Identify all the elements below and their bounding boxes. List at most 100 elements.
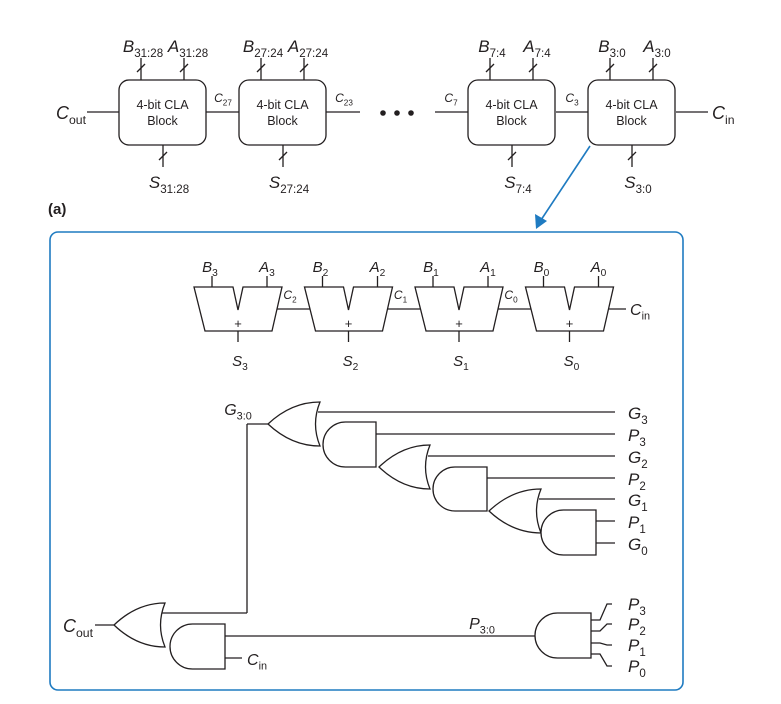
- gate-input-label: P2: [628, 470, 646, 493]
- label-main: C: [444, 91, 453, 105]
- cin-label: Cin: [712, 103, 735, 127]
- label-main: B: [423, 259, 433, 276]
- p-and-gate: [534, 612, 592, 659]
- cla-block-title: 4-bit CLA: [485, 98, 538, 112]
- gate-input-label: G0: [628, 535, 648, 558]
- cla-block-title: 4-bit CLA: [605, 98, 658, 112]
- label-main: C: [283, 288, 292, 302]
- cla-block: [587, 79, 676, 146]
- label-main: A: [479, 259, 490, 276]
- label-subscript: 3:0: [610, 48, 626, 60]
- label-main: A: [167, 37, 179, 56]
- adder-plus-sign: +: [566, 316, 574, 331]
- or-gate: [378, 444, 431, 490]
- cla-block: [467, 79, 556, 146]
- label-subscript: 3:0: [237, 410, 252, 422]
- label-subscript: in: [725, 113, 735, 127]
- bus-width-slash: [485, 63, 495, 73]
- label-main: P: [628, 615, 640, 634]
- p-input-label: P1: [628, 636, 646, 659]
- adder-plus-sign: +: [455, 316, 463, 331]
- label-main: S: [149, 173, 161, 192]
- cout-and-gate: [169, 623, 226, 670]
- sum-output-label: S1: [453, 353, 469, 373]
- label-main: S: [232, 353, 242, 370]
- label-main: C: [630, 302, 642, 319]
- label-subscript: 1: [639, 524, 645, 536]
- and-gate: [432, 466, 488, 512]
- label-main: C: [504, 288, 513, 302]
- gate-input-label: G1: [628, 491, 648, 514]
- carry-label: C1: [394, 288, 408, 304]
- gate-input-label: G3: [628, 404, 648, 427]
- label-subscript: 0: [639, 668, 645, 680]
- arrow-head-icon: [535, 214, 547, 229]
- g30-label: G3:0: [224, 402, 252, 422]
- label-subscript: 3:0: [655, 48, 671, 60]
- label-subscript: 3: [639, 437, 645, 449]
- label-main: B: [123, 37, 134, 56]
- or-gate: [488, 488, 542, 534]
- b-input-label: B3:0: [598, 37, 625, 60]
- label-main: C: [247, 652, 259, 669]
- gate-input-label: P3: [628, 426, 646, 449]
- label-main: S: [343, 353, 353, 370]
- label-subscript: 1: [641, 502, 647, 514]
- cin-label: Cin: [630, 302, 650, 322]
- b-input-label: B7:4: [478, 37, 506, 60]
- ellipsis-dot: [380, 110, 386, 116]
- label-subscript: 31:28: [134, 48, 163, 60]
- bus-width-slash: [158, 151, 168, 161]
- a-input-label: A1: [479, 259, 496, 279]
- a-input-label: A3: [258, 259, 275, 279]
- full-adder: [414, 286, 504, 332]
- cout-label: Cout: [63, 616, 94, 640]
- label-subscript: 31:28: [179, 48, 208, 60]
- carry-label: C2: [283, 288, 297, 304]
- label-subscript: 0: [544, 268, 550, 279]
- part-b-frame: [49, 231, 684, 691]
- label-subscript: 3:0: [636, 184, 652, 196]
- label-subscript: 0: [513, 295, 518, 304]
- label-subscript: 1: [490, 268, 496, 279]
- label-subscript: 3: [639, 606, 645, 618]
- sum-output-label: S2: [343, 353, 359, 373]
- label-subscript: 3: [242, 362, 248, 373]
- label-subscript: 31:28: [160, 184, 189, 196]
- label-subscript: 2: [292, 295, 297, 304]
- label-main: C: [56, 103, 70, 123]
- cla-block-subtitle: Block: [267, 114, 298, 128]
- sum-output-label: S7:4: [504, 173, 532, 196]
- a-input-label: A3:0: [642, 37, 670, 60]
- cla-block-subtitle: Block: [616, 114, 647, 128]
- bus-width-slash: [299, 63, 309, 73]
- label-main: P: [628, 470, 640, 489]
- label-main: P: [469, 616, 480, 633]
- label-subscript: 1: [403, 295, 408, 304]
- bus-width-slash: [256, 63, 266, 73]
- label-subscript: 27:24: [299, 48, 328, 60]
- label-subscript: 2: [641, 459, 647, 471]
- label-subscript: 27:24: [280, 184, 309, 196]
- label-subscript: 2: [380, 268, 386, 279]
- label-main: C: [63, 616, 77, 636]
- label-subscript: 1: [639, 647, 645, 659]
- label-subscript: 7:4: [490, 48, 507, 60]
- full-adder: [193, 286, 283, 332]
- label-main: B: [243, 37, 254, 56]
- b-input-label: B27:24: [243, 37, 284, 60]
- bus-width-slash: [528, 63, 538, 73]
- label-main: C: [712, 103, 726, 123]
- adder-plus-sign: +: [234, 316, 242, 331]
- cla-block-title: 4-bit CLA: [136, 98, 189, 112]
- p-input-label: P2: [628, 615, 646, 638]
- a-input-label: A0: [590, 259, 607, 279]
- label-main: B: [202, 259, 212, 276]
- b-input-label: B31:28: [123, 37, 163, 60]
- sum-output-label: S31:28: [149, 173, 189, 196]
- carry-label: C23: [335, 91, 353, 107]
- p30-label: P3:0: [469, 616, 495, 636]
- label-subscript: 0: [601, 268, 607, 279]
- label-main: P: [628, 595, 640, 614]
